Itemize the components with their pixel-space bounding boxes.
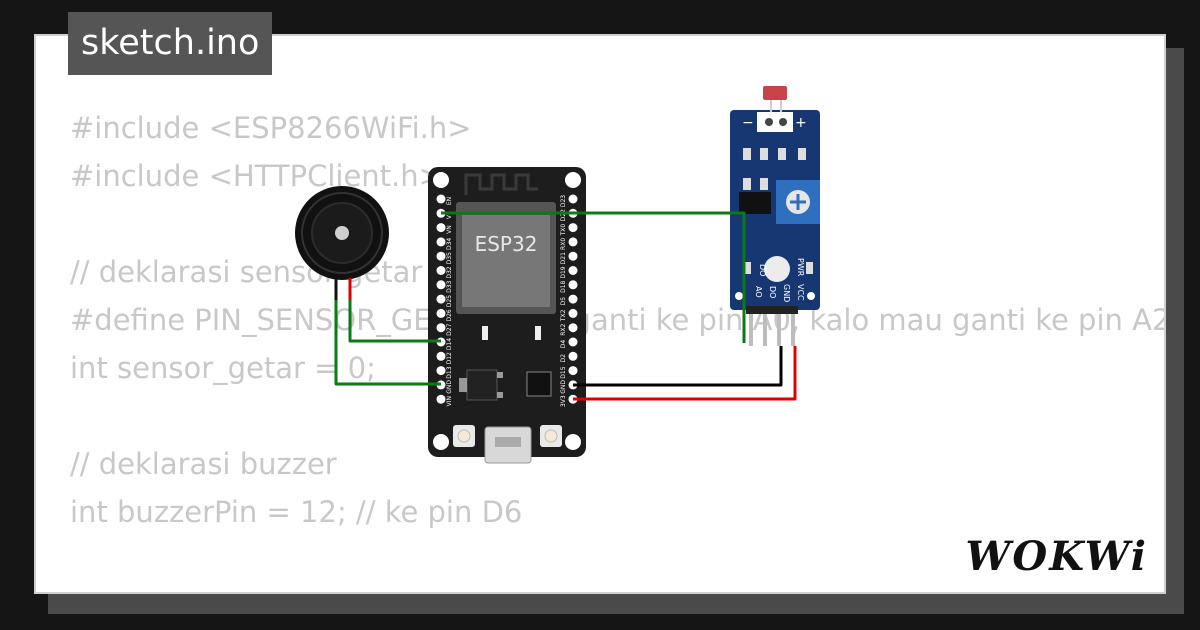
esp32-pin-label-left-d13: D13	[446, 366, 453, 378]
esp32-pin-label-left-d34: D34	[446, 238, 453, 250]
sensor-led	[764, 256, 790, 282]
esp32-pin-label-left-en: EN	[446, 197, 453, 205]
code-line-11: // deklarasi wifi	[70, 584, 1164, 592]
sketch-filename-label: sketch.ino	[68, 12, 273, 75]
esp32-pin-label-left-d14: D14	[446, 338, 453, 350]
esp32-pin-right-d15[interactable]	[568, 366, 578, 376]
sensor-module[interactable]: − + DO PWR AO DO GND VCC	[730, 86, 820, 346]
esp32-pin-right-d19[interactable]	[568, 266, 578, 275]
esp32-pin-label-left-vn: VN	[446, 225, 453, 234]
sensor-pin-label-gnd: GND	[782, 284, 791, 302]
esp32-pin-right-d23[interactable]	[568, 194, 578, 204]
code-line-2: #include <HTTPClient.h>	[70, 159, 443, 193]
esp32-pin-right-d18[interactable]	[568, 280, 578, 290]
esp32-pin-left-d26[interactable]	[436, 308, 446, 318]
esp32-pin-label-right-rx2: RX2	[560, 323, 567, 335]
esp32-chip-label: ESP32	[475, 232, 538, 256]
esp32-pin-label-right-3v3: 3V3	[560, 395, 567, 407]
wire-buzzer-to-esp32[interactable]	[348, 300, 441, 343]
esp32-pin-right-d4[interactable]	[568, 337, 578, 347]
esp32-pin-right-d5[interactable]	[568, 294, 578, 304]
esp32-pin-label-right-d19: D19	[560, 266, 567, 278]
code-text: #include <ESP8266WiFi.h> #include <HTTPCl…	[70, 104, 1164, 592]
esp32-pin-label-left-gnd: GND	[446, 380, 453, 394]
wire-buzzer-ground[interactable]	[334, 300, 441, 386]
esp32-pin-label-right-d2: D2	[560, 354, 567, 363]
esp32-pin-label-right-d21: D21	[560, 252, 567, 264]
esp32-board[interactable]: ESP32 ENVPVND34D35D32D33D25D26D27D14D12D…	[428, 167, 586, 464]
code-line-6: int sensor_getar = 0;	[70, 351, 376, 385]
esp32-pin-left-vn[interactable]	[436, 223, 446, 233]
sensor-minus-label: −	[742, 115, 754, 131]
preview-card: #include <ESP8266WiFi.h> #include <HTTPCl…	[34, 34, 1166, 594]
sensor-do-led-label: DO	[758, 264, 767, 276]
esp32-pin-left-d33[interactable]	[436, 280, 446, 290]
esp32-pin-label-left-d33: D33	[446, 280, 453, 292]
code-line-8: // deklarasi buzzer	[70, 447, 337, 481]
esp32-pin-left-d25[interactable]	[436, 294, 446, 304]
esp32-pin-label-left-d25: D25	[446, 295, 453, 307]
code-line-1: #include <ESP8266WiFi.h>	[70, 111, 472, 145]
esp32-pin-label-left-d35: D35	[446, 252, 453, 264]
esp32-pin-label-right-tx0: TX0	[560, 224, 567, 237]
buzzer-center-icon	[335, 226, 349, 240]
sensor-pwr-led-label: PWR	[796, 258, 805, 277]
esp32-pin-left-d34[interactable]	[436, 237, 446, 247]
esp32-pin-label-left-d32: D32	[446, 266, 453, 278]
wire-ground-to-sensor[interactable]	[573, 346, 783, 387]
wire-esp32-to-sensor-ao[interactable]	[441, 211, 746, 343]
sensor-pin-label-ao: AO	[754, 286, 763, 298]
esp32-pin-label-right-d23: D23	[560, 195, 567, 207]
esp32-pin-label-left-d12: D12	[446, 352, 453, 364]
esp32-pin-label-right-d18: D18	[560, 280, 567, 292]
esp32-pin-right-d2[interactable]	[568, 351, 578, 361]
esp32-pin-label-left-d26: D26	[446, 309, 453, 321]
esp32-pin-left-d32[interactable]	[436, 266, 446, 275]
esp32-pin-left-d12[interactable]	[436, 351, 446, 361]
esp32-pin-left-en[interactable]	[436, 194, 446, 204]
code-line-9: int buzzerPin = 12; // ke pin D6	[70, 495, 523, 529]
esp32-pin-label-right-tx2: TX2	[560, 309, 567, 322]
sensor-plus-label: +	[795, 115, 807, 131]
ldr-sensor	[763, 86, 787, 100]
esp32-pin-right-tx0[interactable]	[568, 223, 578, 233]
esp32-pin-label-right-rx0: RX0	[560, 238, 567, 250]
wire-power-to-sensor[interactable]	[573, 346, 797, 401]
esp32-pin-label-left-vin: VIN	[446, 396, 453, 406]
esp32-pin-label-right-gnd: GND	[560, 380, 567, 394]
esp32-pin-right-d21[interactable]	[568, 251, 578, 261]
buzzer[interactable]	[295, 186, 389, 280]
wokwi-logo: WOKWi	[965, 533, 1148, 580]
esp32-pin-right-rx0[interactable]	[568, 237, 578, 247]
esp32-right-pin-column: D23D22TX0RX0D21D19D18D5TX2RX2D4D2D15GND3…	[560, 194, 578, 407]
esp32-pin-left-d35[interactable]	[436, 251, 446, 261]
sensor-pin-label-do: DO	[768, 286, 777, 298]
esp32-pin-label-left-vp: VP	[446, 211, 453, 219]
esp32-pin-left-vin[interactable]	[436, 394, 446, 404]
esp32-pin-label-left-d27: D27	[446, 323, 453, 335]
esp32-pin-label-right-d4: D4	[560, 340, 567, 349]
esp32-pin-label-right-d5: D5	[560, 297, 567, 306]
esp32-pin-right-rx2[interactable]	[568, 323, 578, 333]
esp32-pin-left-d27[interactable]	[436, 323, 446, 333]
esp32-pin-label-right-d22: D22	[560, 209, 567, 221]
esp32-pin-left-d13[interactable]	[436, 366, 446, 376]
esp32-pin-right-tx2[interactable]	[568, 308, 578, 318]
esp32-pin-label-right-d15: D15	[560, 366, 567, 378]
sensor-pin-label-vcc: VCC	[796, 284, 805, 301]
